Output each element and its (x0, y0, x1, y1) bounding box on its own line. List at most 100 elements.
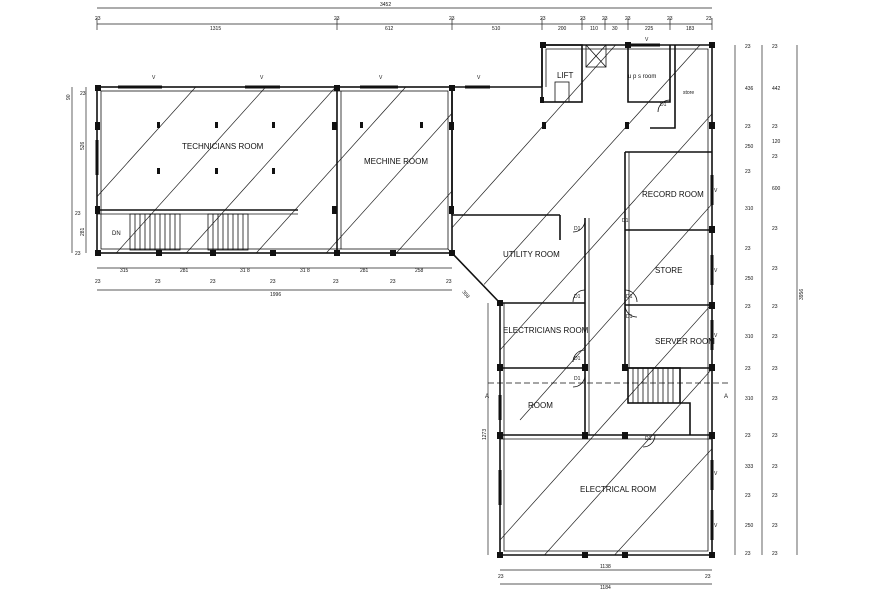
r1-4: 250 (745, 144, 754, 150)
top-dim-6: 510 (492, 26, 501, 32)
window-mark-6: V (714, 188, 718, 194)
r1-2: 436 (745, 86, 754, 92)
top-dim-12: 30 (612, 26, 618, 32)
r1-7: 23 (745, 246, 751, 252)
left-dim-2: 526 (80, 141, 86, 150)
bl-total: 1996 (270, 292, 281, 298)
room-label: ROOM (528, 401, 553, 410)
top-dimension-chain: 3452 23 1315 23 612 23 510 23 200 23 110… (95, 2, 713, 32)
r2-1: 23 (772, 44, 778, 50)
top-dim-7: 23 (540, 16, 546, 22)
top-dim-11: 23 (602, 16, 608, 22)
r2-12: 23 (772, 396, 778, 402)
r1-5: 23 (745, 169, 751, 175)
r1-10: 310 (745, 334, 754, 340)
door-tags: D1 D1 D1 D1 D1 D1 D1 D1 D1 A A (485, 102, 728, 442)
r2-7: 23 (772, 226, 778, 232)
r2-10: 23 (772, 334, 778, 340)
record-room-label: RECORD ROOM (642, 190, 704, 199)
window-mark-5: V (645, 37, 649, 43)
window-mark-4: V (477, 75, 481, 81)
section-a-left: A (485, 394, 489, 400)
door-tag-6: D1 (626, 294, 633, 300)
door-tag-3: D1 (574, 356, 581, 362)
bl23-1: 23 (95, 279, 101, 285)
mid-left-dim: 1273 (482, 429, 488, 440)
top-dim-4: 612 (385, 26, 394, 32)
r1-14: 333 (745, 464, 754, 470)
r2-3: 23 (772, 124, 778, 130)
r2-17: 23 (772, 551, 778, 557)
diag-dim: 358 (460, 289, 470, 299)
r1-1: 23 (745, 44, 751, 50)
bl23-2: 23 (155, 279, 161, 285)
columns (95, 42, 715, 558)
top-dim-13: 23 (625, 16, 631, 22)
door-tag-1: D1 (574, 226, 581, 232)
br-dim-3: 23 (705, 574, 711, 580)
door-tag-7: D1 (626, 314, 633, 320)
r2-15: 23 (772, 493, 778, 499)
top-dim-5: 23 (449, 16, 455, 22)
door-tag-4: D1 (574, 376, 581, 382)
walls-right-wing (447, 44, 730, 556)
bl-dim-6: 258 (415, 268, 424, 274)
bl23-3: 23 (210, 279, 216, 285)
left-total: 90 (66, 94, 72, 100)
machine-room-label: MECHINE ROOM (364, 157, 428, 166)
window-mark-8: V (714, 333, 718, 339)
hatch-left-wing (97, 87, 452, 253)
window-mark-2: V (260, 75, 264, 81)
r1-6: 310 (745, 206, 754, 212)
electrical-room-label: ELECTRICAL ROOM (580, 485, 656, 494)
bl-dim-2: 281 (180, 268, 189, 274)
bl-dim-3: 31 8 (240, 268, 250, 274)
r1-13: 23 (745, 433, 751, 439)
technicians-room-label: TECHNICIANS ROOM (182, 142, 264, 151)
r1-9: 23 (745, 304, 751, 310)
left-dim-3: 23 (75, 211, 81, 217)
bl23-6: 23 (390, 279, 396, 285)
r1-16: 250 (745, 523, 754, 529)
window-mark-1: V (152, 75, 156, 81)
top-dim-9: 23 (580, 16, 586, 22)
hatch-right-wing (452, 45, 712, 555)
r1-8: 250 (745, 276, 754, 282)
r1-12: 310 (745, 396, 754, 402)
walls-left-wing (96, 86, 542, 254)
r2-14: 23 (772, 464, 778, 470)
windows: V V V V V V V V V V (95, 37, 718, 540)
overall-top-dimension: 3452 (380, 2, 391, 8)
top-dim-3: 23 (334, 16, 340, 22)
top-dim-10: 110 (590, 26, 598, 32)
door-arcs (572, 99, 671, 448)
electricians-room-label: ELECTRICIANS ROOM (503, 326, 589, 335)
r2-13: 23 (772, 433, 778, 439)
store-small-label: store (683, 90, 694, 96)
bl23-5: 23 (333, 279, 339, 285)
r2-5: 23 (772, 154, 778, 160)
bottom-dimension-left: 315 281 31 8 31 8 281 258 23 23 23 23 23… (95, 267, 471, 300)
top-dim-8: 200 (558, 26, 567, 32)
top-dim-17: 23 (706, 16, 712, 22)
ups-room-label: u p s room (628, 74, 656, 80)
bl-dim-1: 315 (120, 268, 129, 274)
r2-11: 23 (772, 366, 778, 372)
room-labels: TECHNICIANS ROOM MECHINE ROOM LIFT u p s… (182, 71, 715, 494)
window-mark-10: V (714, 523, 718, 529)
r2-4: 120 (772, 139, 781, 145)
br-total: 1184 (600, 585, 611, 591)
bl23-7: 23 (446, 279, 452, 285)
door-tag-5: D1 (622, 218, 629, 224)
window-mark-9: V (714, 471, 718, 477)
top-dim-15: 23 (667, 16, 673, 22)
br-dim-1: 23 (498, 574, 504, 580)
door-tag-9: D1 (660, 102, 667, 108)
r1-3: 23 (745, 124, 751, 130)
bl-dim-5: 281 (360, 268, 369, 274)
left-dim-4: 281 (80, 227, 86, 236)
r2-9: 23 (772, 304, 778, 310)
left-dim-1: 23 (80, 91, 86, 97)
br-dim-2: 1138 (600, 564, 611, 570)
